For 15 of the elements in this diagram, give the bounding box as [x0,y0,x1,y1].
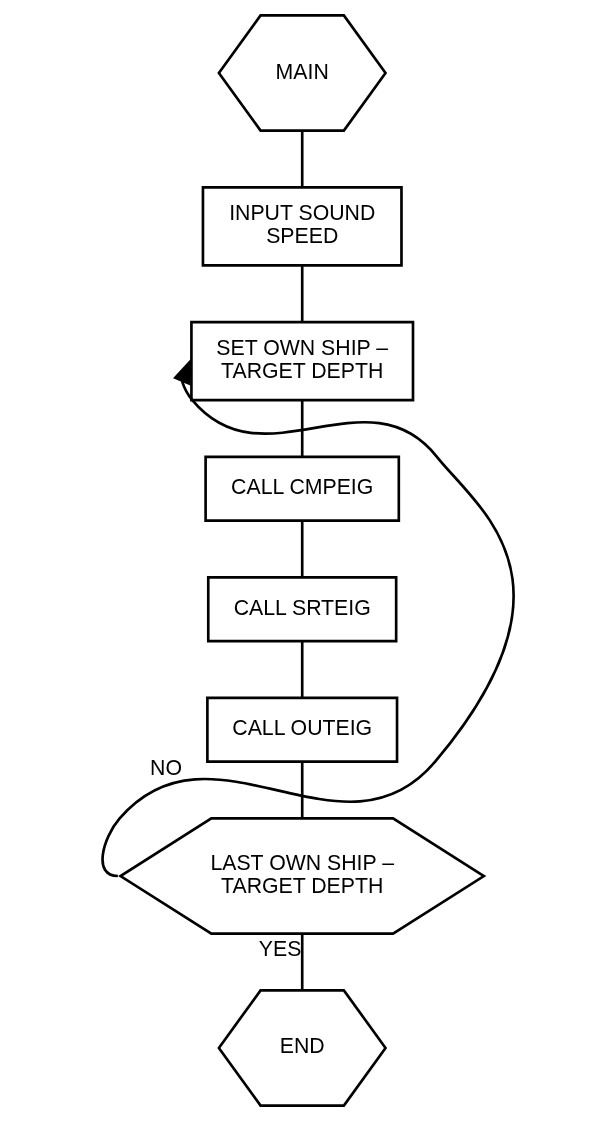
node-box: INPUT SOUND SPEED [201,186,403,267]
connector [300,933,304,990]
edge-label: NO [149,755,182,780]
edge-label: YES [258,936,301,961]
connector [300,521,304,577]
connector [300,265,304,322]
connector [300,641,304,698]
node-box: CALL OUTEIG [205,696,398,764]
connector [300,131,304,187]
arrow [101,357,514,878]
node-box: CALL CMPEIG [203,455,400,522]
node-box: CALL SRTEIG [206,576,397,643]
connector [300,400,304,457]
connector [300,761,304,819]
node-box: SET OWN SHIP – TARGET DEPTH [189,320,414,402]
